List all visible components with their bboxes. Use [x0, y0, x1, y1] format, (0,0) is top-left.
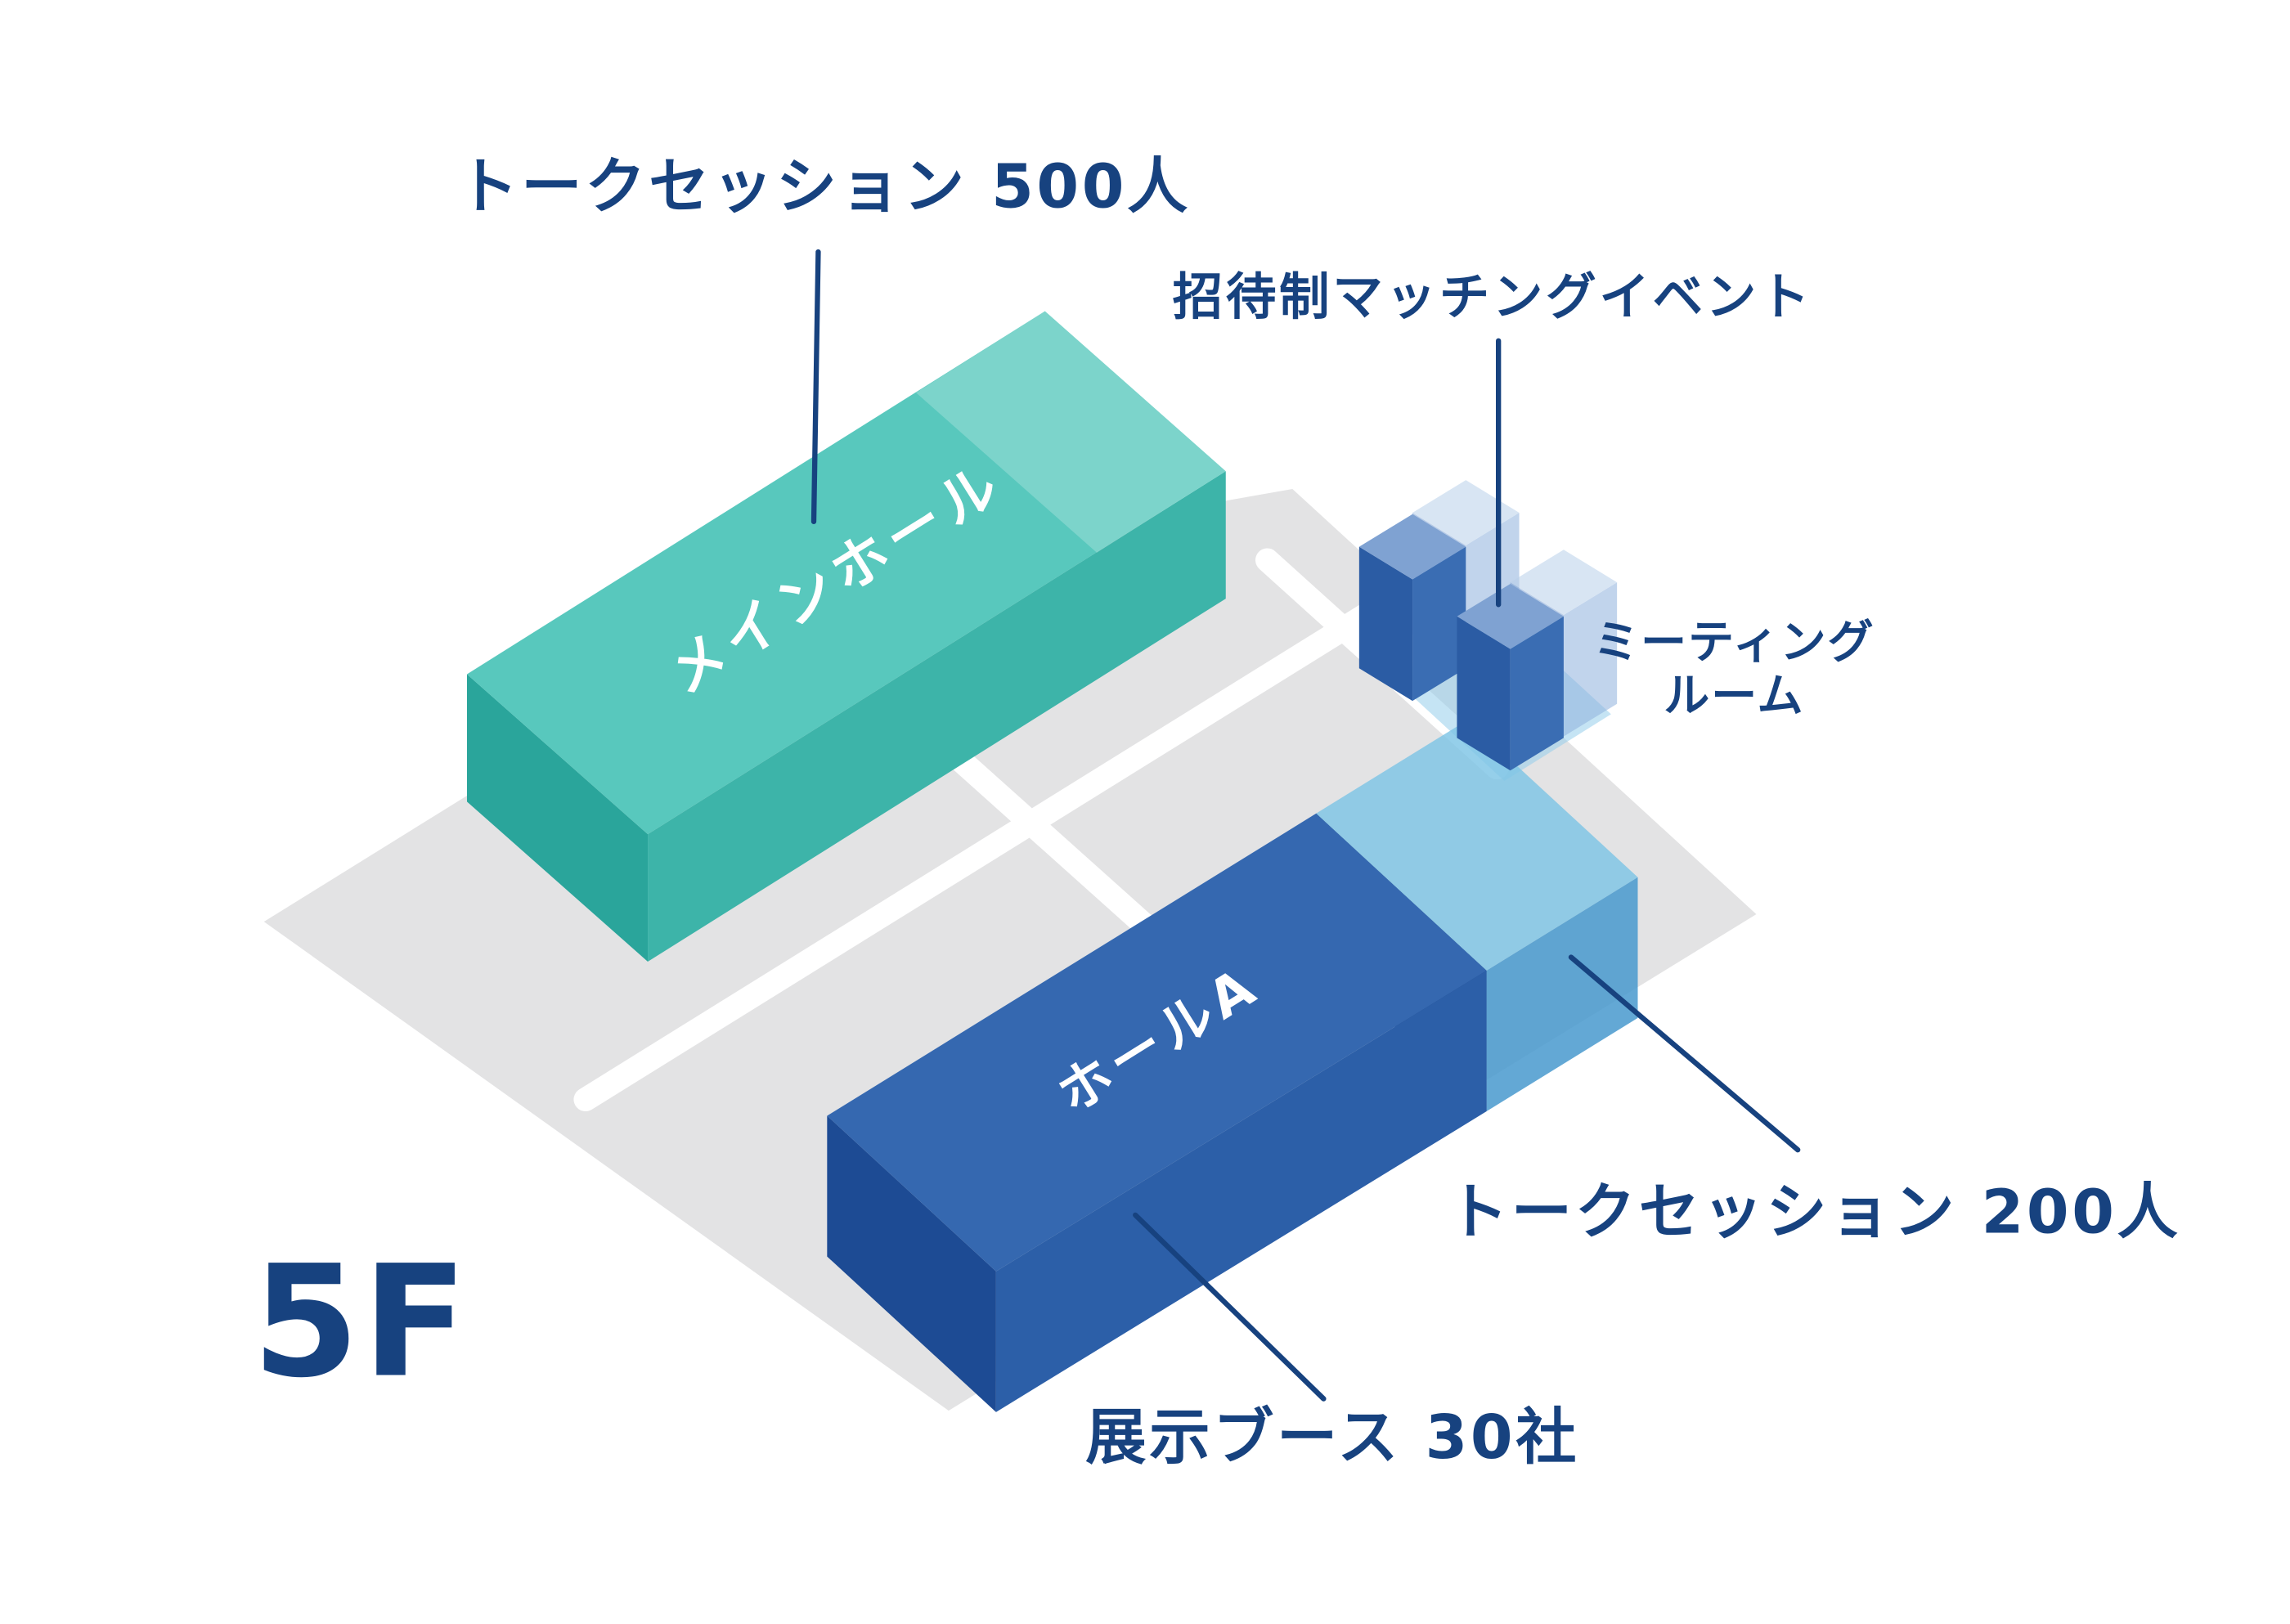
leader-talk-500	[810, 249, 821, 525]
hall-a-box: ホールA	[827, 813, 1487, 1412]
meeting-room-cubes	[1358, 480, 1618, 771]
hall-a-face-front	[995, 970, 1487, 1412]
annotation-texts: トークセッション 500人 招待制マッチングイベント ミーティング ルーム トー…	[252, 151, 2181, 1473]
floor-label-5f: 5F	[252, 1233, 470, 1412]
annex-box	[1316, 720, 1638, 1112]
annex-face-front	[1486, 877, 1638, 1112]
annex-face-top	[1316, 720, 1638, 971]
hall-a-face-left	[827, 1115, 996, 1412]
meeting-cube-2	[1457, 583, 1564, 771]
leader-booths	[1133, 1212, 1327, 1402]
meeting-room-label-line2: ルーム	[1664, 670, 1804, 723]
main-hall-face-top	[466, 311, 1226, 835]
annotation-invite-matching: 招待制マッチングイベント	[1173, 267, 1813, 326]
annotation-talk-200: トークセッション 200人	[1448, 1177, 2181, 1248]
main-hall-face-left	[466, 674, 649, 962]
main-hall-top-highlight	[916, 311, 1226, 553]
floor-aisle-long	[573, 575, 1423, 1112]
leader-talk-200	[1568, 954, 1801, 1153]
meeting-cube-1	[1358, 514, 1466, 702]
annotation-talk-500: トークセッション 500人	[457, 151, 1191, 222]
annotation-booths: 展示ブース 30社	[1085, 1402, 1579, 1473]
meeting-room-label-line1: ミーティング	[1593, 617, 1875, 670]
leader-lines	[810, 249, 1801, 1402]
main-hall-face-front	[648, 471, 1226, 962]
hall-a-face-top	[827, 813, 1487, 1272]
main-hall-box: メインホール	[466, 311, 1226, 962]
